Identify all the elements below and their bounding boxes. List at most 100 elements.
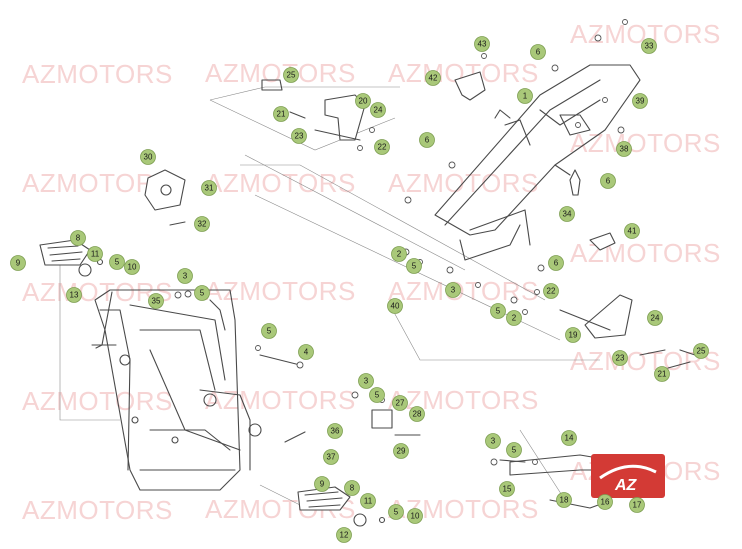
callout-39: 39 (632, 93, 648, 109)
watermark: AZMOTORS (22, 386, 173, 416)
callout-37: 37 (323, 449, 339, 465)
watermark: AZMOTORS (22, 495, 173, 525)
svg-text:25: 25 (287, 71, 296, 80)
callout-1: 1 (517, 88, 533, 104)
callout-20: 20 (355, 93, 371, 109)
svg-text:22: 22 (378, 143, 387, 152)
svg-text:5: 5 (412, 262, 417, 271)
svg-text:37: 37 (327, 453, 336, 462)
svg-text:9: 9 (16, 259, 21, 268)
svg-text:5: 5 (375, 391, 380, 400)
callout-3: 3 (445, 282, 461, 298)
svg-text:2: 2 (512, 314, 517, 323)
svg-text:22: 22 (547, 287, 556, 296)
svg-text:25: 25 (697, 347, 706, 356)
callout-33: 33 (641, 38, 657, 54)
callout-2: 2 (506, 310, 522, 326)
svg-text:23: 23 (616, 354, 625, 363)
svg-text:6: 6 (425, 136, 430, 145)
svg-text:24: 24 (374, 106, 383, 115)
callout-5: 5 (261, 323, 277, 339)
svg-text:20: 20 (359, 97, 368, 106)
svg-text:1: 1 (523, 92, 528, 101)
callout-9: 9 (10, 255, 26, 271)
svg-text:34: 34 (563, 210, 572, 219)
svg-text:29: 29 (397, 447, 406, 456)
svg-text:13: 13 (70, 291, 79, 300)
callout-12: 12 (336, 527, 352, 543)
svg-text:8: 8 (76, 234, 81, 243)
svg-text:42: 42 (429, 74, 438, 83)
svg-text:6: 6 (554, 259, 559, 268)
callout-19: 19 (565, 327, 581, 343)
callout-badges: 1 2 2 3 3 3 3 4 5 5 5 5 5 5 5 5 6 6 6 6 … (10, 36, 709, 543)
svg-text:18: 18 (560, 496, 569, 505)
callout-5: 5 (388, 504, 404, 520)
watermark: AZMOTORS (22, 277, 173, 307)
callout-5: 5 (194, 285, 210, 301)
callout-6: 6 (419, 132, 435, 148)
engine-bolts (259, 354, 421, 443)
callout-5: 5 (109, 254, 125, 270)
callout-42: 42 (425, 70, 441, 86)
callout-13: 13 (66, 287, 82, 303)
callout-31: 31 (201, 180, 217, 196)
svg-text:38: 38 (620, 145, 629, 154)
callout-14: 14 (561, 430, 577, 446)
callout-5: 5 (490, 303, 506, 319)
svg-text:5: 5 (496, 307, 501, 316)
callout-24: 24 (647, 310, 663, 326)
callout-9: 9 (314, 476, 330, 492)
callout-23: 23 (291, 128, 307, 144)
svg-text:21: 21 (658, 370, 667, 379)
callout-40: 40 (387, 298, 403, 314)
svg-text:43: 43 (478, 40, 487, 49)
callout-8: 8 (344, 480, 360, 496)
callout-4: 4 (298, 344, 314, 360)
callout-22: 22 (543, 283, 559, 299)
logo-text: AZ (614, 477, 638, 494)
svg-text:5: 5 (115, 258, 120, 267)
svg-text:11: 11 (91, 250, 100, 259)
svg-text:41: 41 (628, 227, 637, 236)
svg-text:16: 16 (601, 498, 610, 507)
svg-text:19: 19 (569, 331, 578, 340)
svg-text:10: 10 (411, 512, 420, 521)
watermark: AZMOTORS (205, 276, 356, 306)
callout-38: 38 (616, 141, 632, 157)
svg-text:12: 12 (340, 531, 349, 540)
svg-text:3: 3 (183, 272, 188, 281)
svg-text:5: 5 (394, 508, 399, 517)
callout-3: 3 (358, 373, 374, 389)
callout-41: 41 (624, 223, 640, 239)
svg-text:28: 28 (413, 410, 422, 419)
svg-text:15: 15 (503, 485, 512, 494)
callout-17: 17 (629, 497, 645, 513)
watermark: AZMOTORS (205, 168, 356, 198)
svg-text:14: 14 (565, 434, 574, 443)
callout-25: 25 (283, 67, 299, 83)
svg-text:6: 6 (536, 48, 541, 57)
callout-11: 11 (360, 493, 376, 509)
svg-text:2: 2 (397, 250, 402, 259)
svg-text:24: 24 (651, 314, 660, 323)
main-frame (91, 289, 262, 491)
svg-text:5: 5 (200, 289, 205, 298)
watermark-layer: AZMOTORS AZMOTORS AZMOTORS AZMOTORS AZMO… (22, 19, 720, 525)
svg-text:40: 40 (391, 302, 400, 311)
callout-22: 22 (374, 139, 390, 155)
svg-text:17: 17 (633, 501, 642, 510)
callout-29: 29 (393, 443, 409, 459)
svg-text:31: 31 (205, 184, 214, 193)
callout-32: 32 (194, 216, 210, 232)
callout-25: 25 (693, 343, 709, 359)
svg-text:21: 21 (277, 110, 286, 119)
svg-text:5: 5 (512, 446, 517, 455)
callout-6: 6 (548, 255, 564, 271)
svg-text:33: 33 (645, 42, 654, 51)
callout-6: 6 (600, 173, 616, 189)
svg-text:3: 3 (364, 377, 369, 386)
svg-text:35: 35 (152, 297, 161, 306)
watermark: AZMOTORS (22, 59, 173, 89)
rear-subframe (434, 64, 641, 261)
